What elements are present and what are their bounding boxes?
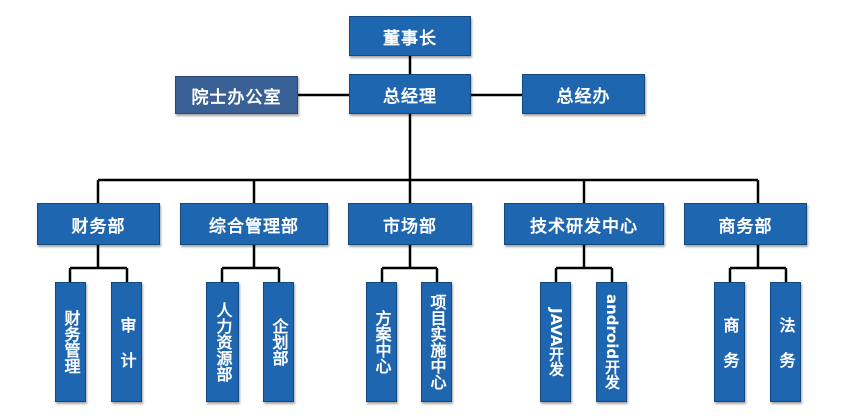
sub-unit-label: 商 务 [720,316,740,368]
department-business: 商务部 [684,203,807,245]
sub-unit-label: 人力资源部 [213,302,233,382]
sub-unit-label: 财务管理 [61,310,81,374]
general-manager-label: 总经理 [383,86,437,107]
sub-unit-audit: 审 计 [111,282,142,402]
general-manager-box: 总经理 [349,74,471,114]
gm-office-box: 总经办 [522,74,645,114]
sub-unit-label: JAVA开发 [547,307,565,377]
department-label: 技术研发中心 [530,216,638,237]
academician-office-label: 院士办公室 [191,87,282,108]
sub-unit-android-development: android开发 [596,282,627,402]
sub-unit-project-implementation-center: 项目实施中心 [421,282,452,402]
department-marketing: 市场部 [348,203,472,245]
gm-office-label: 总经办 [556,86,611,107]
department-finance: 财务部 [37,203,160,245]
sub-unit-commerce: 商 务 [714,282,745,402]
chairman-box: 董事长 [349,16,471,56]
sub-unit-planning: 企划部 [263,282,294,402]
sub-unit-legal: 法 务 [770,282,801,402]
department-label: 商务部 [718,216,773,237]
sub-unit-java-development: JAVA开发 [540,282,571,402]
department-label: 市场部 [383,216,437,237]
sub-unit-human-resources: 人力资源部 [206,282,239,402]
sub-unit-label: android开发 [603,294,621,390]
sub-unit-solution-center: 方案中心 [366,282,397,402]
chairman-label: 董事长 [383,28,437,49]
sub-unit-label: 项目实施中心 [427,294,447,390]
sub-unit-label: 法 务 [776,316,796,368]
department-label: 综合管理部 [209,216,299,237]
department-label: 财务部 [71,216,126,237]
sub-unit-label: 审 计 [117,316,137,368]
department-general-management: 综合管理部 [180,203,328,245]
sub-unit-label: 方案中心 [372,310,392,374]
department-rnd-center: 技术研发中心 [504,203,664,245]
academician-office-box: 院士办公室 [175,76,298,114]
sub-unit-label: 企划部 [269,318,289,366]
sub-unit-financial-management: 财务管理 [55,282,86,402]
